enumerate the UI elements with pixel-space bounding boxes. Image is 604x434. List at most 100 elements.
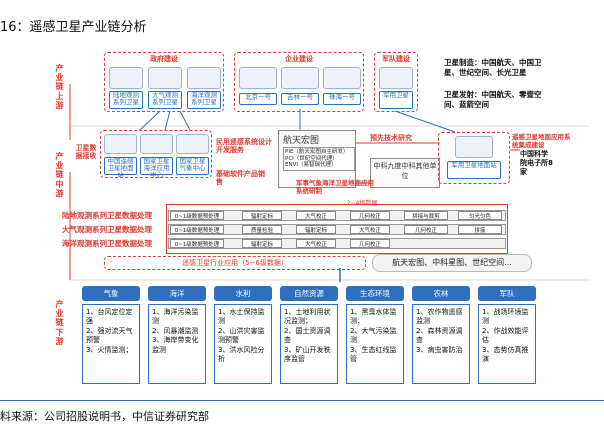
aerospace-box: 航天宏图 PIE（航天宏图自主研发） PCI（世纪空间代理） ENVI（易智瑞代…: [278, 130, 356, 188]
station-label: 国家卫星海洋应用中心: [140, 157, 173, 179]
industry-item: 2、强对流天气预警: [86, 326, 133, 345]
antenna-icon: [140, 134, 173, 154]
station-label: 中国遥感卫星地面站: [104, 157, 137, 179]
satellite-icon: [379, 67, 413, 89]
industry-item: 1、海洋污染监测: [152, 308, 199, 326]
software-item: PIE（航天宏图自主研发）: [285, 149, 349, 155]
satellite-label: 海洋观测系列卫星: [187, 91, 221, 109]
software-label: 基础软件产品销售: [216, 170, 265, 187]
upstream-group-enterprise: 企业建设 北京一号 吉林一号 珠海一号: [234, 52, 364, 112]
process-levels-label: 2~4级数据: [346, 200, 378, 207]
industry-box: 1、土地利用状况监测； 2、国土资源调查 3、矿山开发秩序监管: [280, 304, 338, 384]
software-item: PCI（世纪空间代理）: [285, 155, 338, 162]
satellite-icon: [323, 67, 361, 89]
industry-item: 3、态势仿真推演: [482, 345, 529, 364]
process-step: 匀光匀色: [458, 211, 502, 220]
process-step: 辐射定标: [242, 239, 282, 248]
software-item: ENVI（易智瑞代理）: [285, 162, 337, 169]
industry-item: 2、风暴潮监测: [152, 326, 199, 335]
civil-system-label: 民用遥感系统设计开发服务: [216, 138, 272, 155]
industry-item: 2、大气污染监测: [350, 326, 397, 345]
processing-row-label: 大气观测系列卫星数据处理: [62, 225, 152, 234]
industry-item: 1、台风定位定强: [86, 308, 133, 326]
upstream-launch: 卫星发射：中国航天、零壹空间、蓝箭空间: [444, 90, 542, 110]
industry-box: 1、农作物遥感监测 2、森林资源调查 3、病虫害防治: [412, 304, 470, 384]
antenna-icon: [455, 136, 493, 158]
process-bar: [168, 210, 506, 221]
industry-item: 3、病虫害防治: [416, 345, 463, 354]
industry-header: 生态环境: [346, 286, 404, 301]
military-ground-station-box: 军用卫星地面站: [438, 132, 510, 184]
satellite-label: 珠海一号: [323, 93, 361, 105]
industry-item: 2、山洪灾害监测预警: [218, 326, 265, 345]
stage-midstream-label: 产业链中游: [55, 152, 64, 198]
process-step: 0~1级数据预处理: [170, 225, 224, 234]
industry-box: 1、海洋污染监测 2、风暴潮监测 3、海岸带变化监测: [148, 304, 206, 384]
process-bar: [168, 224, 506, 235]
industry-item: 1、土地利用状况监测；: [284, 308, 331, 326]
military-platform-label: 军事气象海洋卫星地面应用系统研制: [296, 179, 374, 195]
process-bar: [168, 238, 506, 249]
satellite-icon: [281, 67, 319, 89]
satellite-label: 大气观测系列卫星: [148, 91, 182, 109]
group-title: 军队建设: [382, 55, 410, 63]
satellite-icon: [187, 67, 221, 89]
industry-header: 海洋: [148, 286, 206, 301]
industry-header: 水利: [214, 286, 272, 301]
industry-header: 气象: [82, 286, 140, 301]
industry-item: 3、海岸带变化监测: [152, 336, 199, 354]
industry-item: 3、洪水风险分析: [218, 345, 265, 364]
cast-label: 中国科学院电子所8家: [520, 150, 553, 176]
process-step: 大气校正: [296, 211, 336, 220]
industry-item: 2、国土资源调查: [284, 326, 331, 345]
processing-frame: [166, 204, 508, 254]
zhongke-box: 中科九度中科其他单位: [370, 158, 440, 188]
industry-item: 1、黑臭水体监测；: [350, 308, 397, 326]
process-step: 质量检验: [242, 225, 282, 234]
advance-research-label: 预先技术研究: [370, 134, 412, 142]
satellite-label: 吉林一号: [281, 93, 319, 105]
military-ground-station: 军用卫星地面站: [447, 161, 501, 179]
process-step: 大气校正: [350, 225, 390, 234]
satellite-icon: [239, 67, 277, 89]
processing-row-label: 陆地观测系列卫星数据处理: [62, 211, 152, 220]
industry-item: 2、作战效能评估: [482, 326, 529, 345]
satellite-label: 陆地观测系列卫星: [109, 91, 143, 109]
process-step: 几何校正: [350, 211, 390, 220]
process-step: 大气校正: [296, 239, 336, 248]
industry-box: 1、水土保持监测 2、山洪灾害监测预警 3、洪水风险分析: [214, 304, 272, 384]
source-note: 料来源：公司招股说明书，中信证券研究部: [0, 410, 209, 423]
receiving-label: 卫星数据接收: [75, 144, 97, 161]
process-step: 拼接与裁剪: [404, 211, 448, 220]
station-label: 国家卫星气象中心: [176, 157, 209, 175]
process-step: 几何校正: [350, 239, 390, 248]
process-step: 几何校正: [404, 225, 448, 234]
process-step: 0~1级数据预处理: [170, 211, 224, 220]
process-step: 辐射定标: [296, 225, 336, 234]
service-bar: 遥感卫星行业应用（5~6级数据）: [104, 256, 366, 270]
footer-divider: [0, 400, 604, 401]
industry-header: 农林: [412, 286, 470, 301]
upstream-group-military: 军队建设 军用卫星: [374, 52, 418, 112]
industry-item: 3、生态红线监管: [350, 345, 397, 364]
service-companies: 航天宏图、中科星图、世纪空间...: [372, 254, 532, 272]
antenna-icon: [176, 134, 209, 154]
industry-box: 1、黑臭水体监测； 2、大气污染监测 3、生态红线监管: [346, 304, 404, 384]
upstream-manufacturing: 卫星制造：中国航天、中国卫星、世纪空间、长光卫星: [444, 58, 542, 78]
ground-stations: 中国遥感卫星地面站 国家卫星海洋应用中心 国家卫星气象中心: [100, 130, 212, 179]
antenna-icon: [104, 134, 137, 154]
upstream-group-government: 政府建设 陆地观测系列卫星 大气观测系列卫星 海洋观测系列卫星: [104, 52, 224, 112]
industry-item: 1、水土保持监测: [218, 308, 265, 326]
satellite-icon: [109, 67, 143, 89]
processing-row-label: 海洋观测系列卫星数据处理: [62, 239, 152, 248]
ground-app-label: 遥感卫星地面应用系统集成建设: [512, 133, 571, 149]
process-step: 辐射定标: [242, 211, 282, 220]
group-title: 企业建设: [285, 55, 313, 63]
stage-upstream-label: 产业链上游: [55, 64, 64, 110]
satellite-label: 军用卫星: [379, 91, 413, 109]
figure-title: 16：遥感卫星产业链分析: [0, 20, 147, 35]
industry-item: 3、火情监测；: [86, 345, 133, 354]
industry-item: 1、战场环境监测: [482, 308, 529, 326]
industry-header: 自然资源: [280, 286, 338, 301]
group-title: 政府建设: [150, 55, 178, 63]
